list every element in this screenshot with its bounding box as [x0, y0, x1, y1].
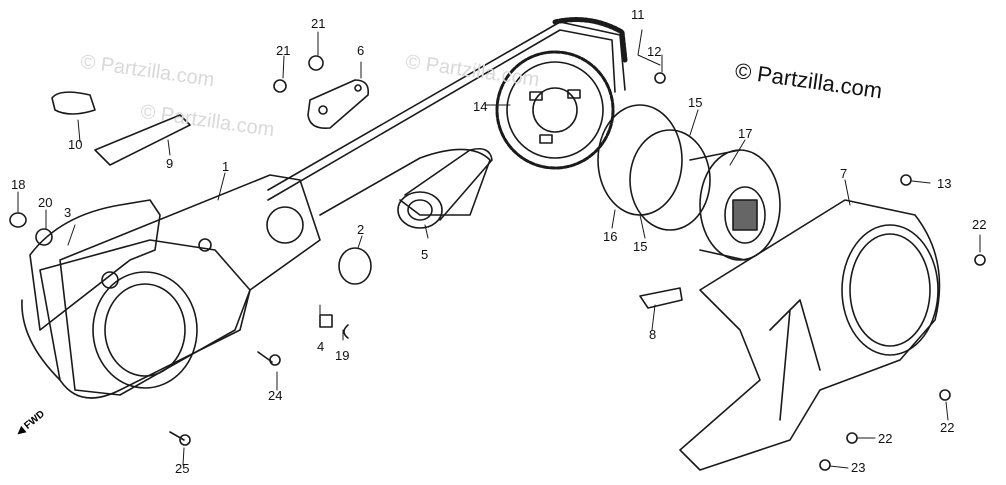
hub-assembly [597, 104, 781, 261]
callout-9: 9 [166, 156, 174, 171]
bolt-25 [179, 434, 191, 446]
washer-20 [35, 228, 53, 246]
callout-12: 12 [647, 44, 662, 59]
callout-4: 4 [317, 339, 325, 354]
callout-21-left: 21 [276, 43, 291, 58]
callout-15-lower: 15 [633, 239, 648, 254]
callout-6: 6 [357, 43, 365, 58]
plug-2 [338, 247, 372, 285]
bolt-22c [846, 432, 858, 444]
callout-3: 3 [64, 205, 72, 220]
drive-chain [267, 17, 628, 216]
sprocket [495, 50, 615, 170]
callout-19: 19 [335, 348, 350, 363]
bolt-22b [939, 389, 951, 401]
callout-10: 10 [68, 137, 83, 152]
callout-2: 2 [357, 222, 365, 237]
callout-21-right: 21 [311, 16, 326, 31]
washer-12 [654, 72, 666, 84]
callout-5: 5 [421, 247, 429, 262]
clip-8 [639, 287, 683, 309]
nut-21a [273, 79, 287, 93]
plate-6 [307, 79, 370, 130]
callout-20: 20 [38, 195, 53, 210]
callout-1: 1 [222, 159, 230, 174]
bolt-22a [974, 254, 986, 266]
cap-18 [9, 212, 27, 228]
callout-15-upper: 15 [688, 95, 703, 110]
nut-21b [308, 55, 324, 71]
callout-14: 14 [473, 99, 488, 114]
callout-23: 23 [851, 460, 866, 475]
callout-11: 11 [631, 7, 645, 22]
leader-lines [17, 29, 981, 469]
callout-18: 18 [11, 177, 26, 192]
callout-17: 17 [738, 126, 753, 141]
callout-22-bottom: 22 [940, 420, 955, 435]
callout-16: 16 [603, 229, 618, 244]
nut-4 [319, 314, 333, 328]
cap-10 [51, 91, 96, 115]
tensioner-assembly [397, 147, 493, 229]
chain-case-body [59, 174, 321, 396]
callout-25: 25 [175, 461, 190, 476]
callout-7: 7 [840, 166, 848, 181]
callout-8: 8 [649, 327, 657, 342]
clip-19 [343, 324, 349, 339]
callout-22-top: 22 [972, 217, 987, 232]
callout-22-middle: 22 [878, 431, 893, 446]
chain-case-cover [21, 199, 251, 399]
bolt-23 [819, 459, 831, 471]
bolt-24 [269, 354, 281, 366]
bracket-9 [94, 114, 191, 166]
callout-24: 24 [268, 388, 283, 403]
chain-guard [679, 199, 941, 471]
bolt-13 [900, 174, 912, 186]
callout-13: 13 [937, 176, 952, 191]
